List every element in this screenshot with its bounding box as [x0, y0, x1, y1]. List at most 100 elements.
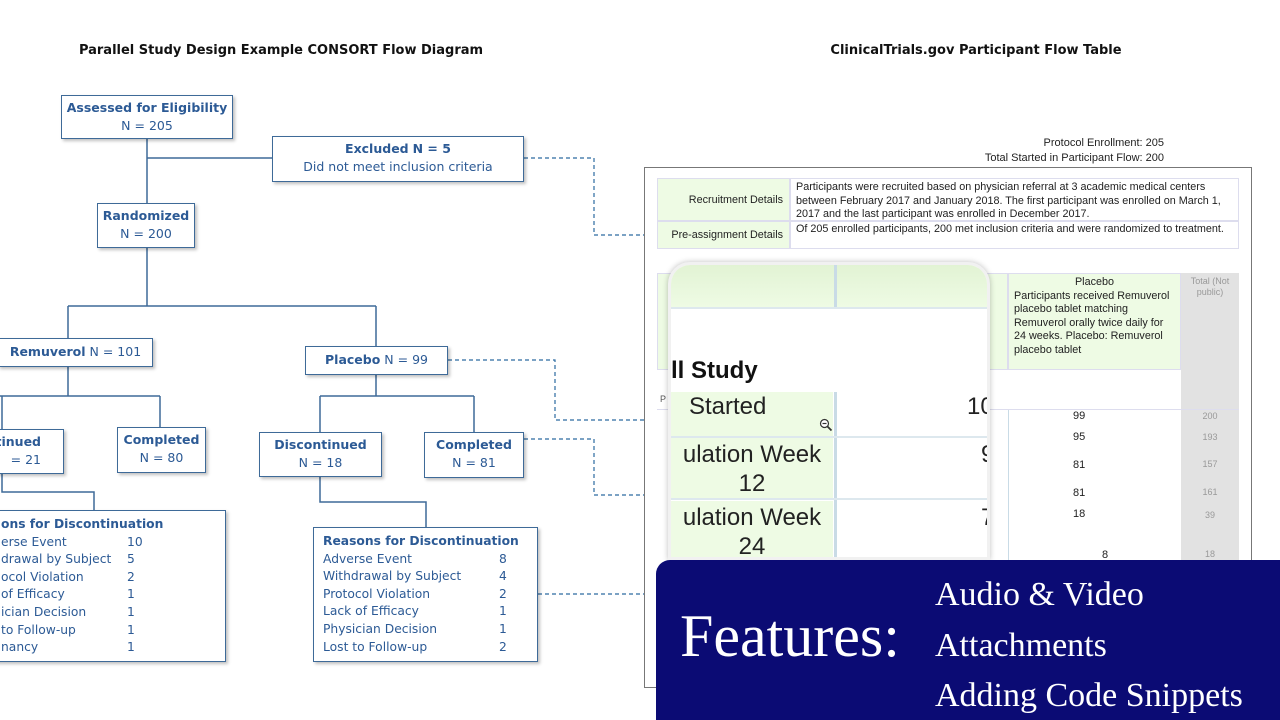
reason-row: drawal by Subject 5	[1, 551, 225, 569]
arm1-completed-box: Completed N = 80	[117, 427, 206, 473]
reason-count: 1	[127, 587, 135, 602]
reason-label: Lost to Follow-up	[323, 639, 428, 654]
dashed-arrow-completed	[524, 438, 660, 499]
reason-label: erse Event	[1, 534, 67, 549]
arm1-discontinued-n: = 21	[10, 452, 41, 467]
reason-count: 2	[499, 639, 507, 654]
magnifier-row-label: ulation Week 24	[671, 501, 833, 557]
remuverol-label: Remuverol	[9, 344, 86, 359]
placebo-value: 18	[1073, 508, 1086, 520]
magnifier-lens[interactable]: ll Study Started 10 ulation Week 12 9 ul…	[668, 262, 990, 560]
arm2-discontinued-n: N = 18	[298, 455, 343, 470]
arm2-discontinued-label: Discontinued	[274, 437, 367, 452]
reason-count: 1	[499, 621, 507, 636]
total-value: 39	[1204, 510, 1215, 520]
reason-count: 1	[127, 622, 135, 637]
reason-label: drawal by Subject	[1, 552, 112, 567]
assessed-n: N = 205	[121, 118, 173, 133]
reason-count: 5	[127, 552, 135, 567]
reason-label: ician Decision	[1, 604, 87, 619]
reason-row: Adverse Event 8	[323, 551, 537, 569]
reason-count: 2	[499, 586, 507, 601]
placebo-value: 81	[1073, 459, 1086, 471]
dashed-arrow-placebo	[448, 359, 660, 424]
reason-label: Lack of Efficacy	[323, 604, 419, 619]
connector-assessed	[146, 138, 272, 203]
placebo-label: Placebo	[325, 352, 381, 367]
arm1-completed-n: N = 80	[139, 450, 184, 465]
excluded-box: Excluded N = 5 Did not meet inclusion cr…	[272, 136, 524, 182]
placebo-value: 81	[1073, 487, 1086, 499]
magnifier-heading: ll Study	[671, 357, 758, 384]
recruitment-text: Participants were recruited based on phy…	[790, 178, 1239, 221]
total-started: Total Started in Participant Flow: 200	[984, 152, 1164, 164]
placebo-value: 95	[1073, 431, 1086, 443]
remuverol-box: Remuverol N = 101	[0, 338, 153, 367]
reason-label: Withdrawal by Subject	[323, 569, 462, 584]
features-title: Features:	[680, 603, 900, 669]
connector-arm1	[0, 366, 161, 429]
reason-row: of Efficacy 1	[1, 586, 225, 604]
placebo-description: Participants received Remuverol placebo …	[1014, 289, 1170, 356]
magnifier-row-label: Started	[689, 393, 767, 420]
arm2-reasons-title: Reasons for Discontinuation	[323, 534, 519, 548]
placebo-value: 99	[1073, 410, 1086, 422]
total-header: Total (Not public)	[1190, 276, 1230, 297]
excluded-label: Excluded	[345, 141, 409, 156]
excluded-n: N = 5	[412, 141, 451, 156]
arm1-completed-label: Completed	[123, 432, 200, 447]
total-value: 18	[1204, 549, 1215, 559]
placebo-value: 8	[1102, 549, 1109, 561]
reason-count: 10	[127, 534, 143, 549]
reason-row: erse Event 10	[1, 534, 225, 552]
reason-count: 4	[499, 569, 507, 584]
connector-arm2-reasons	[319, 476, 427, 527]
connector-arm2	[319, 374, 475, 432]
features-banner: Features: Audio & Video Attachments Addi…	[656, 560, 1280, 720]
assessed-box: Assessed for Eligibility N = 205	[61, 95, 233, 139]
magnifier-row-label-cell	[671, 392, 833, 436]
arm1-discontinued-box: ntinued = 21	[0, 429, 64, 474]
arm2-completed-box: Completed N = 81	[424, 432, 524, 478]
reason-count: 1	[127, 640, 135, 655]
protocol-enrollment: Protocol Enrollment: 205	[1043, 137, 1164, 149]
magnifier-row-value: 7	[981, 504, 987, 532]
excluded-reason: Did not meet inclusion criteria	[303, 159, 493, 174]
placebo-values-column	[1008, 410, 1181, 560]
total-value: 193	[1202, 432, 1218, 442]
placebo-box: Placebo N = 99	[305, 346, 448, 375]
placebo-column-header: Placebo Participants received Remuverol …	[1008, 273, 1181, 370]
total-value: 161	[1202, 487, 1218, 497]
placebo-header: Placebo	[1074, 276, 1115, 288]
total-value: 157	[1202, 459, 1218, 469]
arm2-discontinued-box: Discontinued N = 18	[259, 432, 382, 477]
reason-label: of Efficacy	[1, 587, 65, 602]
reason-label: Adverse Event	[323, 551, 413, 566]
arm2-reasons-box: Reasons for Discontinuation Adverse Even…	[313, 527, 538, 662]
magnifier-row-value: 9	[981, 441, 987, 469]
reason-count: 2	[127, 569, 135, 584]
reason-label: Protocol Violation	[323, 586, 431, 601]
randomized-n: N = 200	[120, 226, 172, 241]
feature-item: Adding Code Snippets	[935, 677, 1243, 714]
flow-table-title: ClinicalTrials.gov Participant Flow Tabl…	[830, 43, 1122, 58]
magnifier-row-value: 10	[967, 393, 987, 420]
preassignment-text: Of 205 enrolled participants, 200 met in…	[790, 221, 1239, 249]
reason-count: 8	[499, 551, 507, 566]
preassignment-label: Pre-assignment Details	[657, 221, 790, 249]
randomized-label: Randomized	[102, 208, 190, 223]
magnifier-row-label: ulation Week 12	[671, 438, 833, 500]
randomized-box: Randomized N = 200	[97, 203, 195, 248]
reason-count: 1	[127, 604, 135, 619]
reason-row: Protocol Violation 2	[323, 586, 537, 604]
reason-label: nancy	[1, 640, 39, 655]
total-column	[1181, 273, 1239, 560]
connector-arm1-reasons	[1, 473, 95, 510]
zoom-out-cursor-icon	[819, 418, 833, 432]
